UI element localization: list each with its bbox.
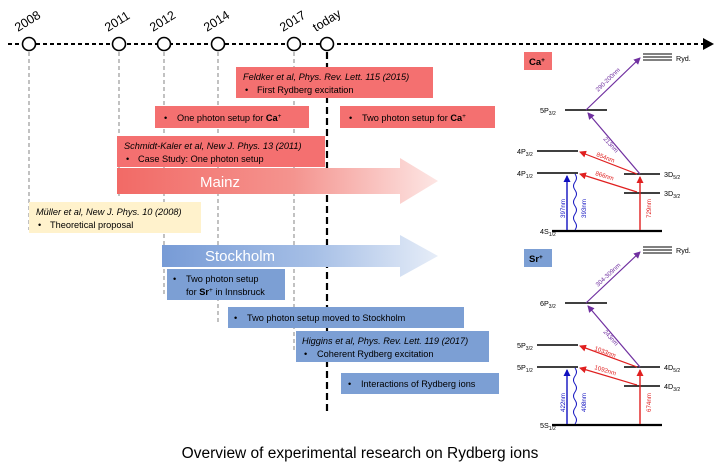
timeline-ticks <box>21 36 335 52</box>
svg-text:5P1/2: 5P1/2 <box>517 363 533 374</box>
tick-label-2017: 2017 <box>277 8 308 35</box>
ca-213-transition <box>587 112 641 175</box>
svg-text:Interactions of Rydberg ions: Interactions of Rydberg ions <box>361 379 476 389</box>
box-feldker: Feldker et al, Phys. Rev. Lett. 115 (201… <box>236 67 433 98</box>
tick-label-2008: 2008 <box>12 8 43 35</box>
sr-1092-transition <box>579 366 638 386</box>
svg-text:•: • <box>245 85 248 95</box>
ca-level-scheme: Ca+ Ryd. 5P3/2 4P3/2 4P1/2 3D5/2 3D3/2 4… <box>517 52 691 238</box>
sr-1033-transition <box>579 344 638 368</box>
tick-label-today: today <box>310 6 344 34</box>
svg-text:422nm: 422nm <box>560 393 567 412</box>
svg-text:397nm: 397nm <box>560 199 567 218</box>
svg-text:4P3/2: 4P3/2 <box>517 147 533 158</box>
svg-text:•: • <box>38 220 41 230</box>
mainz-band: Mainz <box>117 158 438 204</box>
svg-text:3D3/2: 3D3/2 <box>664 189 680 200</box>
mainz-band-label: Mainz <box>200 174 240 191</box>
svg-text:Ryd.: Ryd. <box>676 54 691 63</box>
svg-text:First Rydberg excitation: First Rydberg excitation <box>257 85 354 95</box>
sr-rydberg-transition <box>585 251 641 304</box>
svg-text:5P3/2: 5P3/2 <box>517 341 533 352</box>
tick-2011 <box>111 36 127 52</box>
svg-text:Schmidt-Kaler et al, New J. Ph: Schmidt-Kaler et al, New J. Phys. 13 (20… <box>124 141 302 151</box>
svg-text:854nm: 854nm <box>595 151 615 164</box>
svg-text:•: • <box>304 349 307 359</box>
stockholm-band-label: Stockholm <box>205 248 275 265</box>
svg-text:Higgins et al, Phys. Rev. Lett: Higgins et al, Phys. Rev. Lett. 119 (201… <box>302 336 468 346</box>
svg-text:4D3/2: 4D3/2 <box>664 382 680 393</box>
box-interactions: • Interactions of Rydberg ions <box>341 373 499 394</box>
svg-text:for Sr+ in Innsbruck: for Sr+ in Innsbruck <box>186 287 265 297</box>
svg-text:Two photon setup moved to Stoc: Two photon setup moved to Stockholm <box>247 313 406 323</box>
svg-text:Two photon setup: Two photon setup <box>186 274 259 284</box>
svg-text:Ryd.: Ryd. <box>676 246 691 255</box>
svg-text:Case Study: One photon setup: Case Study: One photon setup <box>138 154 264 164</box>
timeline-arrowhead <box>703 38 714 50</box>
box-one-photon-ca: • One photon setup for Ca+ <box>155 106 309 128</box>
svg-text:•: • <box>234 313 237 323</box>
svg-text:•: • <box>348 379 351 389</box>
svg-text:729nm: 729nm <box>646 199 653 218</box>
svg-text:4D5/2: 4D5/2 <box>664 363 680 374</box>
svg-text:4P1/2: 4P1/2 <box>517 169 533 180</box>
svg-text:5S1/2: 5S1/2 <box>540 421 556 432</box>
tick-today <box>319 36 335 52</box>
ca-393-wavy <box>573 173 577 231</box>
svg-text:393nm: 393nm <box>581 199 588 218</box>
svg-text:•: • <box>349 113 352 123</box>
svg-text:•: • <box>126 154 129 164</box>
svg-text:One photon setup for Ca+: One photon setup for Ca+ <box>177 113 282 123</box>
ca-ion-tag <box>524 52 552 70</box>
sr-408-wavy <box>573 367 577 425</box>
svg-text:866nm: 866nm <box>594 170 614 182</box>
svg-text:Two photon setup for Ca+: Two photon setup for Ca+ <box>362 113 466 123</box>
box-stockholm-move: • Two photon setup moved to Stockholm <box>228 307 464 328</box>
svg-text:304-309nm: 304-309nm <box>595 262 623 288</box>
figure-caption: Overview of experimental research on Ryd… <box>182 445 539 462</box>
ca-854-transition <box>579 150 638 175</box>
svg-text:5P3/2: 5P3/2 <box>540 106 556 117</box>
svg-text:243nm: 243nm <box>602 329 620 348</box>
svg-text:4S1/2: 4S1/2 <box>540 227 556 238</box>
svg-text:•: • <box>173 274 176 284</box>
tick-2012 <box>156 36 172 52</box>
box-higgins: Higgins et al, Phys. Rev. Lett. 119 (201… <box>296 331 489 362</box>
ca-866-transition <box>579 172 638 193</box>
svg-text:Feldker et al, Phys. Rev. Lett: Feldker et al, Phys. Rev. Lett. 115 (201… <box>243 72 409 82</box>
tick-2008 <box>21 36 37 52</box>
ca-rydberg-transition <box>585 57 641 111</box>
svg-text:Sr+: Sr+ <box>529 254 543 265</box>
svg-text:6P3/2: 6P3/2 <box>540 299 556 310</box>
sr-243-transition <box>587 305 641 368</box>
box-innsbruck: • Two photon setup for Sr+ in Innsbruck <box>167 269 285 300</box>
sr-ion-tag <box>524 249 552 267</box>
tick-2017 <box>286 36 302 52</box>
svg-text:213nm: 213nm <box>602 136 620 155</box>
svg-text:Coherent Rydberg excitation: Coherent Rydberg excitation <box>317 349 433 359</box>
tick-label-2011: 2011 <box>102 8 132 34</box>
svg-text:3D5/2: 3D5/2 <box>664 170 680 181</box>
sr-level-scheme: Sr+ Ryd. 6P3/2 5P3/2 5P1/2 4D5/2 4D3/2 5… <box>517 246 691 432</box>
svg-text:Ca+: Ca+ <box>529 57 545 68</box>
svg-text:Müller et al, New J. Phys. 10: Müller et al, New J. Phys. 10 (2008) <box>36 207 182 217</box>
box-muller: Müller et al, New J. Phys. 10 (2008) • T… <box>29 202 201 233</box>
svg-text:Theoretical proposal: Theoretical proposal <box>50 220 133 230</box>
stockholm-band: Stockholm <box>162 235 438 277</box>
svg-text:408nm: 408nm <box>581 393 588 412</box>
tick-2014 <box>210 36 226 52</box>
svg-text:•: • <box>164 113 167 123</box>
svg-text:1033nm: 1033nm <box>593 345 616 359</box>
tick-label-2014: 2014 <box>201 8 232 35</box>
svg-text:674nm: 674nm <box>646 393 653 412</box>
box-two-photon-ca: • Two photon setup for Ca+ <box>340 106 495 128</box>
tick-label-2012: 2012 <box>147 8 178 35</box>
box-schmidt-kaler: Schmidt-Kaler et al, New J. Phys. 13 (20… <box>117 136 325 167</box>
